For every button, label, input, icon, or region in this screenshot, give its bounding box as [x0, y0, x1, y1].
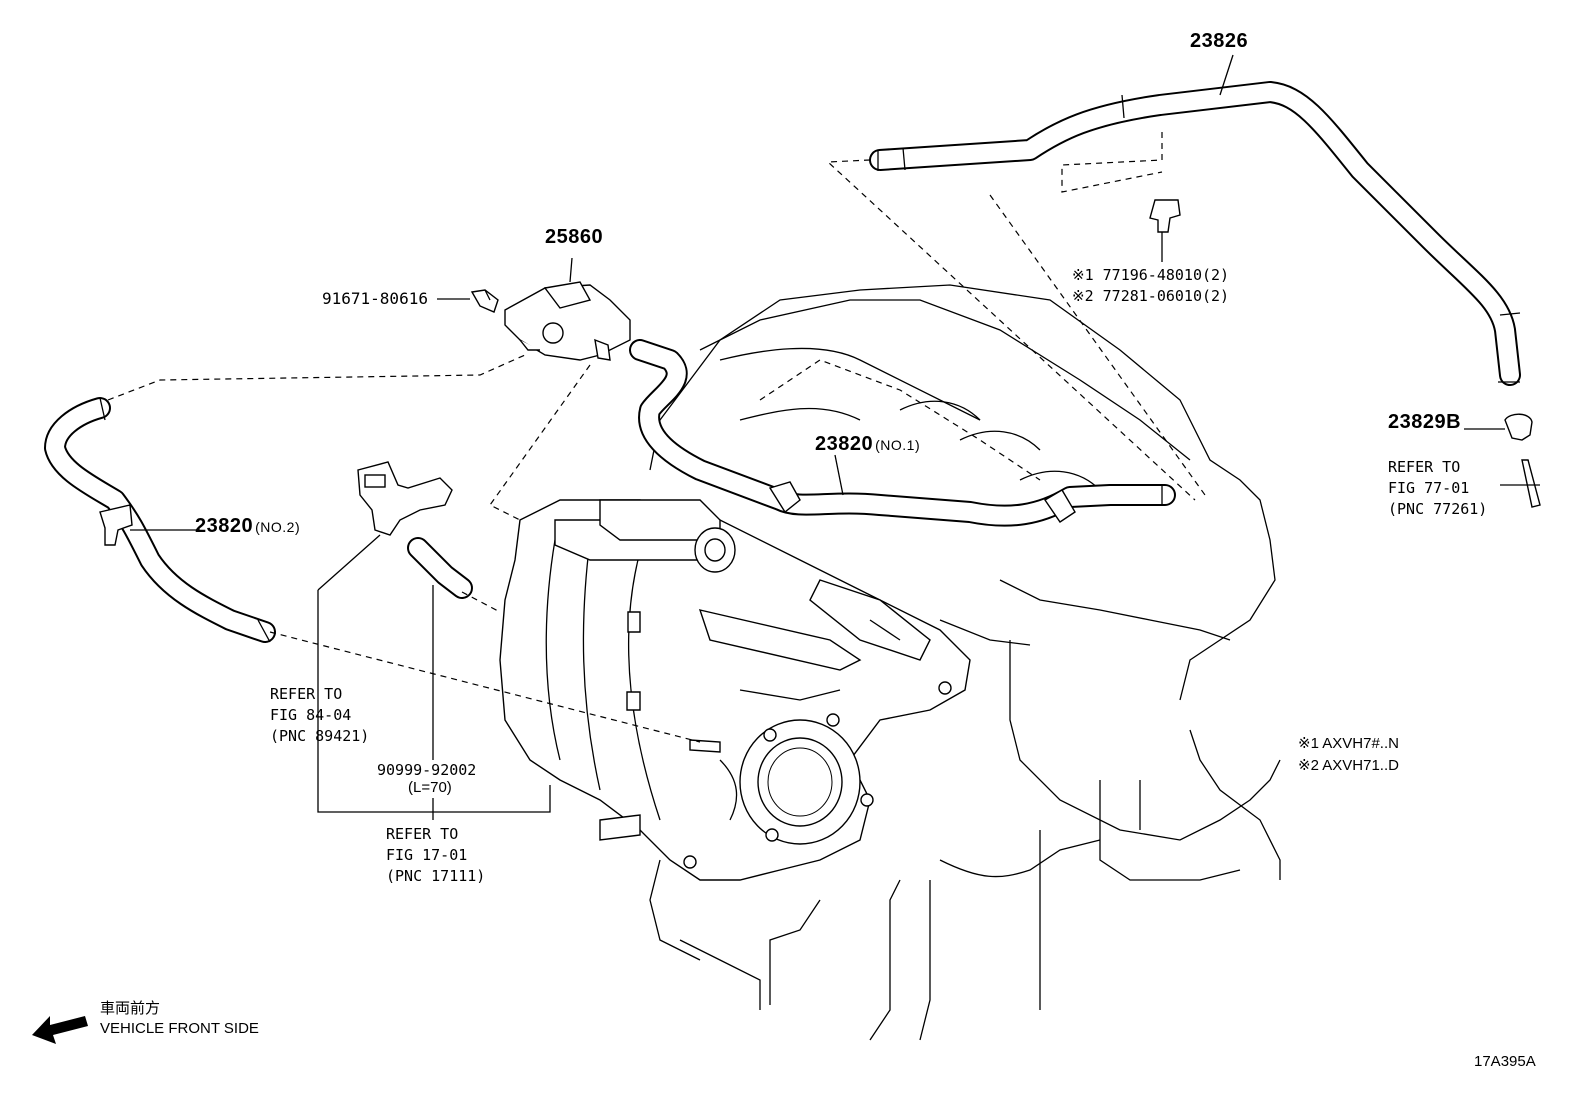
callout-23820-no1-qualifier: (NO.1): [875, 437, 921, 453]
clip-note-1: ※1 77196-48010(2): [1072, 266, 1230, 284]
reference-fig-17-01: REFER TO FIG 17-01 (PNC 17111): [386, 824, 485, 887]
bolt-91671: [437, 289, 499, 313]
callout-23820-no2-number: 23820: [195, 515, 254, 537]
callout-25860: 25860: [545, 226, 604, 248]
reference-fig-17-01-line1: REFER TO: [386, 825, 459, 843]
connection-lines: [107, 159, 1206, 743]
callout-91671: 91671-80616: [322, 289, 428, 308]
callout-23820-no1-number: 23820: [815, 433, 874, 455]
intake-manifold: [499, 499, 971, 881]
reference-fig-77-01-line3: (PNC 77261): [1388, 500, 1488, 518]
left-arrow-icon: [32, 1016, 88, 1044]
reference-fig-17-01-line2: FIG 17-01: [386, 846, 468, 864]
reference-fig-77-01-line2: FIG 77-01: [1388, 479, 1470, 497]
reference-fig-17-01-line3: (PNC 17111): [386, 867, 486, 885]
applicability-note-1: ※1 AXVH7#..N: [1298, 735, 1399, 752]
callout-23826: 23826: [1190, 30, 1249, 52]
callout-23820-no2-qualifier: (NO.2): [255, 519, 301, 535]
front-side-japanese: 車両前方: [100, 1000, 161, 1017]
reference-fig-77-01: REFER TO FIG 77-01 (PNC 77261): [1388, 457, 1487, 520]
hose-23820-no1: [629, 339, 1176, 527]
reference-fig-84-04-line3: (PNC 89421): [270, 727, 370, 745]
engine-outline: [649, 284, 1281, 1041]
callout-23820-no2: 23820(NO.2): [195, 515, 300, 538]
valve-25860: [504, 257, 631, 361]
leader-lines: [317, 590, 551, 820]
figure-id: 17A395A: [1474, 1053, 1536, 1070]
reference-fig-84-04-line2: FIG 84-04: [270, 706, 352, 724]
clamp-23829b: [1464, 413, 1541, 508]
clip-note-2: ※2 77281-06010(2): [1072, 287, 1230, 305]
reference-fig-84-04: REFER TO FIG 84-04 (PNC 89421): [270, 684, 369, 747]
sensor-89421: [317, 461, 453, 591]
callout-90999: 90999-92002: [377, 761, 477, 779]
tube-90999: [407, 537, 473, 760]
reference-fig-77-01-line1: REFER TO: [1388, 458, 1461, 476]
hose-23820-no2: [44, 397, 276, 643]
applicability-note-2: ※2 AXVH71..D: [1298, 757, 1399, 774]
hose-23826: [869, 54, 1521, 386]
reference-fig-84-04-line1: REFER TO: [270, 685, 343, 703]
callout-23829b: 23829B: [1388, 411, 1462, 433]
callout-90999-length: (L=70): [408, 779, 452, 796]
callout-23820-no1: 23820(NO.1): [815, 433, 920, 456]
front-side-label: VEHICLE FRONT SIDE: [100, 1020, 259, 1037]
hose-clip: [1061, 132, 1181, 262]
